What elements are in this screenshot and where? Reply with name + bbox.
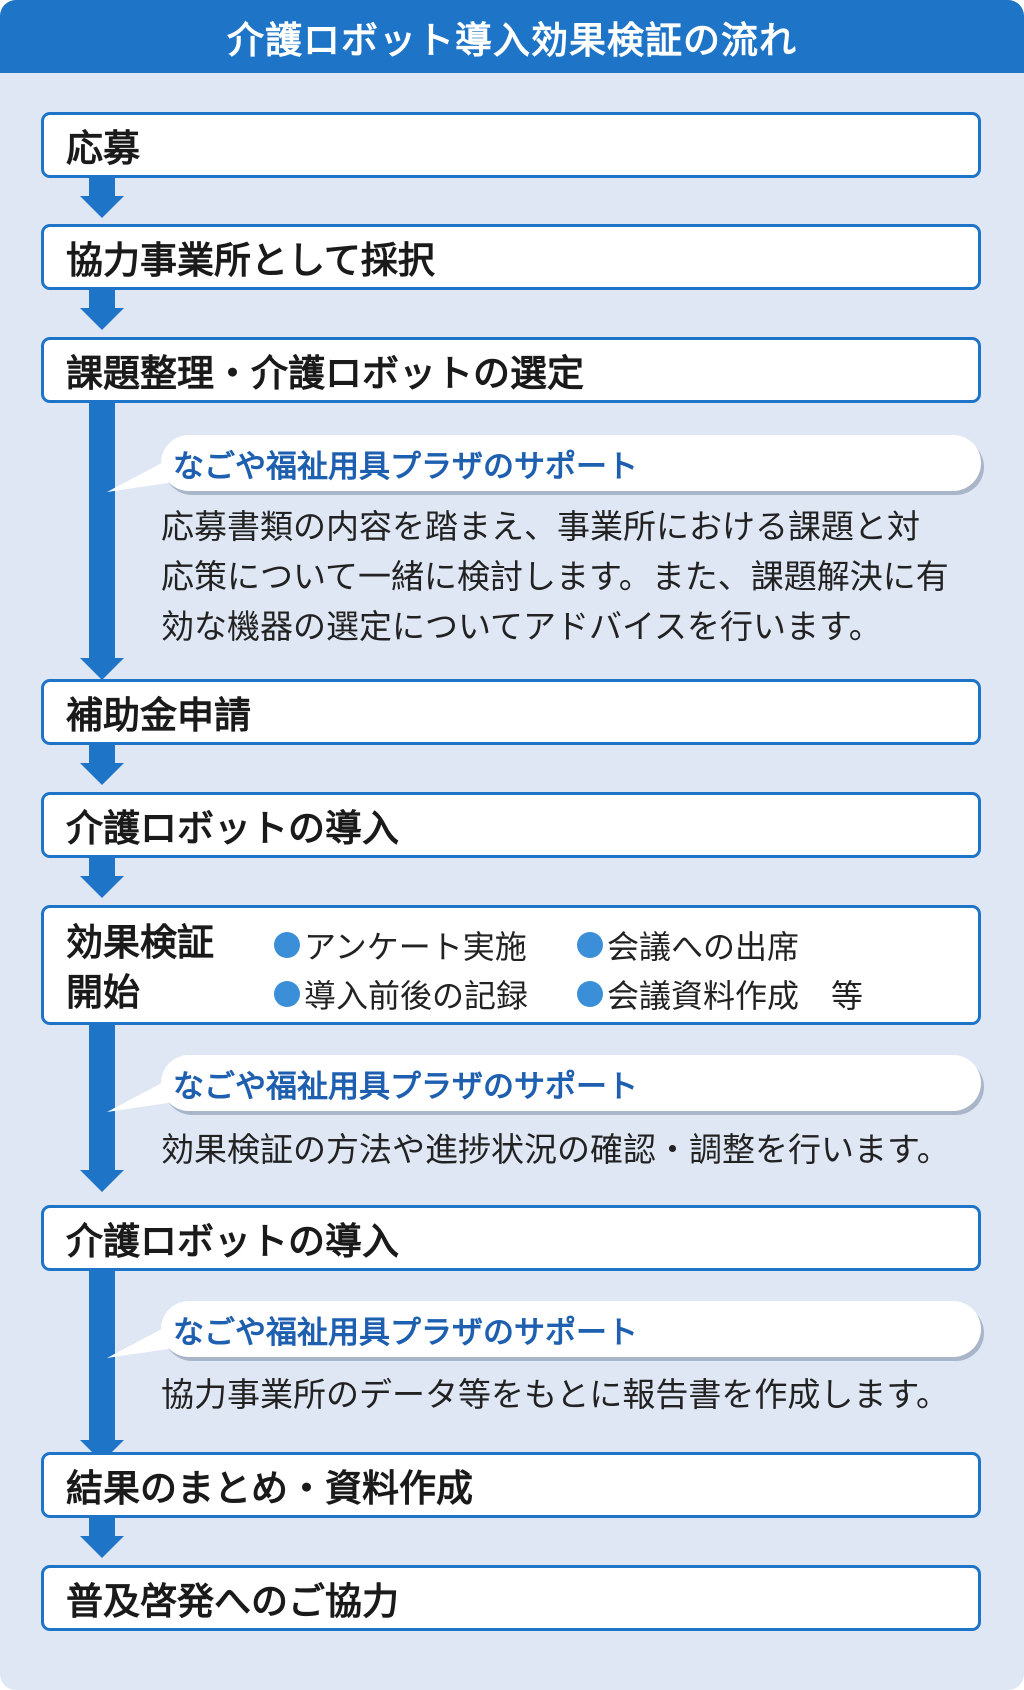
bullet-dot-icon <box>577 932 603 958</box>
speech-bubble-tail <box>107 1076 175 1112</box>
step-robot-introduction: 介護ロボットの導入 <box>41 792 981 858</box>
step-issue-organization: 課題整理・介護ロボットの選定 <box>41 337 981 403</box>
verification-item-label: 会議への出席 <box>607 928 800 966</box>
bullet-dot-icon <box>274 981 300 1007</box>
step-results-summary: 結果のまとめ・資料作成 <box>41 1452 981 1518</box>
flow-arrow-shaft <box>89 178 115 198</box>
support-description: 効果検証の方法や進捗状況の確認・調整を行います。 <box>161 1125 991 1175</box>
step-selection: 協力事業所として採択 <box>41 224 981 290</box>
verification-item-label: 導入前後の記録 <box>304 977 529 1015</box>
support-bubble: なごや福祉用具プラザのサポート <box>161 435 981 491</box>
step-robot-introduction: 介護ロボットの導入 <box>41 1205 981 1271</box>
bullet-dot-icon <box>274 932 300 958</box>
page-title: 介護ロボット導入効果検証の流れ <box>0 0 1024 73</box>
flow-arrow-head <box>80 308 124 330</box>
flow-arrow-shaft <box>89 745 115 765</box>
flow-arrow-head <box>80 763 124 785</box>
support-description: 協力事業所のデータ等をもとに報告書を作成します。 <box>161 1370 991 1420</box>
flow-arrow-shaft <box>89 1025 115 1175</box>
step-awareness-cooperation: 普及啓発へのご協力 <box>41 1565 981 1631</box>
flow-arrow-shaft <box>89 1518 115 1538</box>
support-description: 応募書類の内容を踏まえ、事業所における課題と対 応策について一緒に検討します。ま… <box>161 502 991 652</box>
flow-arrow-head <box>80 1536 124 1558</box>
flow-arrow-shaft <box>89 1270 115 1445</box>
step-application: 応募 <box>41 112 981 178</box>
support-bubble: なごや福祉用具プラザのサポート <box>161 1055 981 1111</box>
flow-arrow-head <box>80 658 124 680</box>
flow-arrow-shaft <box>89 403 115 663</box>
step-subsidy-application: 補助金申請 <box>41 679 981 745</box>
verification-item-label: アンケート実施 <box>304 928 527 966</box>
step-verification-start: 効果検証 開始 アンケート実施 会議への出席 導入前後の記録 会議資料作成 等 <box>41 905 981 1025</box>
support-description-line: 効な機器の選定についてアドバイスを行います。 <box>161 607 882 646</box>
flow-arrow-shaft <box>89 858 115 878</box>
verification-item: 会議への出席 <box>577 922 799 968</box>
support-description-line: 応策について一緒に検討します。また、課題解決に有 <box>161 557 949 596</box>
flow-arrow-head <box>80 1170 124 1192</box>
support-description-line: 応募書類の内容を踏まえ、事業所における課題と対 <box>161 507 920 546</box>
speech-bubble-tail <box>107 1322 175 1358</box>
flow-arrow-head <box>80 196 124 218</box>
verification-item-label: 会議資料作成 等 <box>607 977 864 1015</box>
verification-title: 効果検証 開始 <box>66 918 214 1018</box>
speech-bubble-tail <box>107 456 175 492</box>
verification-item: 導入前後の記録 <box>274 971 528 1017</box>
support-description-line: 効果検証の方法や進捗状況の確認・調整を行います。 <box>161 1130 950 1169</box>
verification-title-line: 開始 <box>66 971 140 1014</box>
flow-arrow-shaft <box>89 290 115 310</box>
verification-item: 会議資料作成 等 <box>577 971 863 1017</box>
support-description-line: 協力事業所のデータ等をもとに報告書を作成します。 <box>161 1375 950 1414</box>
bullet-dot-icon <box>577 981 603 1007</box>
support-bubble: なごや福祉用具プラザのサポート <box>161 1301 981 1357</box>
flow-arrow-head <box>80 876 124 898</box>
verification-item: アンケート実施 <box>274 922 527 968</box>
verification-title-line: 効果検証 <box>66 921 214 964</box>
